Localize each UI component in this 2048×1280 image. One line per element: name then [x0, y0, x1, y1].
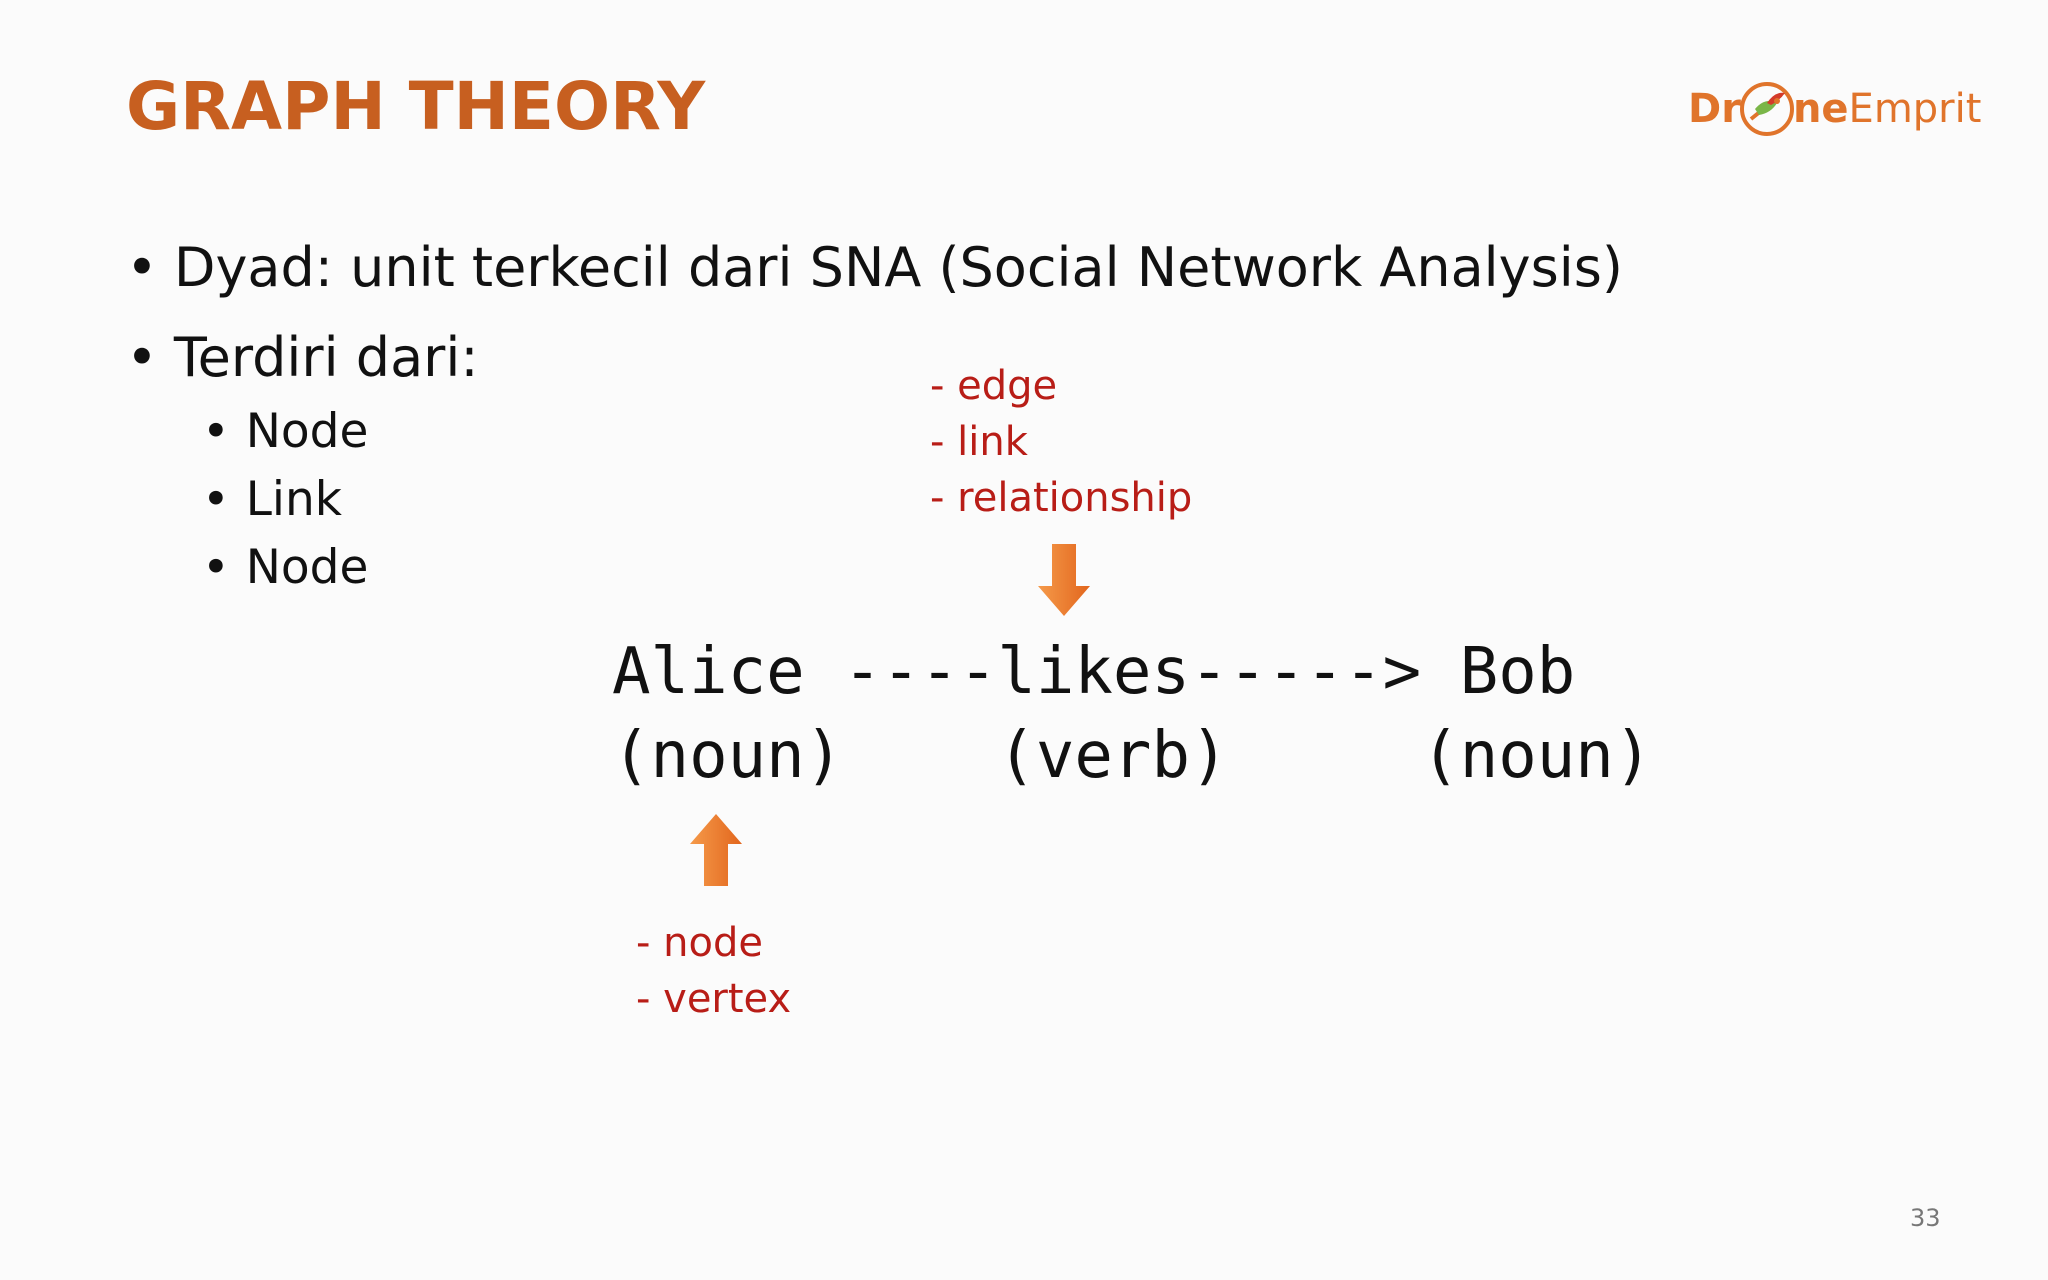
- bullet-text: Terdiri dari:: [173, 326, 479, 389]
- subbullet-text: Link: [245, 472, 342, 527]
- vertex-label: - vertex: [636, 976, 792, 1022]
- arrow-up-icon: [690, 814, 742, 886]
- node-label: - node: [636, 920, 763, 966]
- arrow-down-icon: [1038, 544, 1090, 616]
- bullet-dot: •: [126, 236, 158, 299]
- node-synonyms: - node - vertex: [636, 915, 791, 1027]
- logo-text-emprit: Emprit: [1848, 86, 1982, 132]
- dyad-diagram-parts-of-speech: (noun) (verb) (noun): [612, 719, 1653, 793]
- bullet-text: Dyad: unit terkecil dari SNA (Social Net…: [173, 236, 1623, 299]
- slide-title: GRAPH THEORY: [126, 68, 706, 145]
- bullet-dot: •: [202, 540, 230, 595]
- edge-synonyms: - edge - link - relationship: [930, 358, 1192, 526]
- page-number: 33: [1910, 1204, 1941, 1232]
- subbullet-text: Node: [245, 540, 369, 595]
- bullet-dyad: •Dyad: unit terkecil dari SNA (Social Ne…: [126, 236, 1623, 299]
- logo-text-ne: ne: [1792, 86, 1849, 132]
- subbullet-text: Node: [245, 404, 369, 459]
- droneemprit-logo: Dr ne Emprit: [1688, 74, 1981, 144]
- bullet-terdiri: •Terdiri dari:: [126, 326, 479, 389]
- logo-text-dr: Dr: [1688, 86, 1741, 132]
- subbullet-node-2: • Node: [202, 540, 368, 595]
- relationship-label: - relationship: [930, 475, 1193, 521]
- subbullet-node-1: • Node: [202, 404, 368, 459]
- bullet-dot: •: [126, 326, 158, 389]
- dyad-diagram-sentence: Alice ----likes-----> Bob: [612, 635, 1576, 709]
- link-label: - link: [930, 419, 1028, 465]
- drone-bird-icon: [1739, 82, 1794, 136]
- subbullet-link: • Link: [202, 472, 342, 527]
- bullet-dot: •: [202, 404, 230, 459]
- bullet-dot: •: [202, 472, 230, 527]
- edge-label: - edge: [930, 363, 1058, 409]
